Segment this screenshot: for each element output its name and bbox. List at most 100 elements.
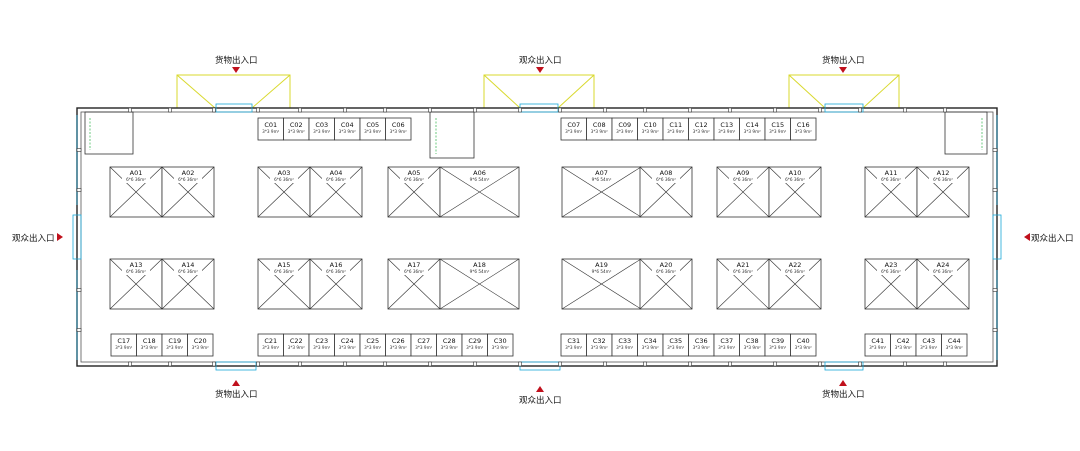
booth-id: C18 [143, 337, 156, 345]
booth-id: C35 [669, 337, 682, 345]
booth-id: C25 [366, 337, 379, 345]
booth-id: C23 [315, 337, 328, 345]
column-top [256, 107, 260, 113]
column-top [168, 107, 172, 113]
booth-area: 3*3 9m² [339, 129, 356, 134]
booth-area: 3*3 9m² [795, 129, 812, 134]
booth-area: 9*6 54m² [470, 177, 490, 182]
columns [76, 107, 998, 367]
booth-area: 6*6 36m² [178, 177, 198, 182]
booth-area: 3*3 9m² [769, 129, 786, 134]
column-top [473, 107, 477, 113]
door-top-right [824, 103, 864, 113]
exit-arrows [57, 67, 1030, 392]
booth-area: 3*3 9m² [166, 345, 183, 350]
booth-id: A12 [937, 169, 950, 177]
loading-dock-left [176, 74, 291, 109]
booth-area: 6*6 36m² [733, 269, 753, 274]
booth-outline [790, 333, 817, 357]
booth-area: 3*3 9m² [390, 129, 407, 134]
booth-id: A17 [408, 261, 421, 269]
booth-area: 3*3 9m² [693, 345, 710, 350]
exit-label-west: 观众出入口 [12, 233, 55, 244]
column-bottom [383, 361, 387, 367]
booth-id: C07 [567, 121, 580, 129]
exit-label-top-right: 货物出入口 [822, 55, 865, 66]
booth-id: A05 [408, 169, 421, 177]
column-bottom [343, 361, 347, 367]
booth-area: 6*6 36m² [881, 269, 901, 274]
column-bottom [858, 361, 862, 367]
column-top [688, 107, 692, 113]
